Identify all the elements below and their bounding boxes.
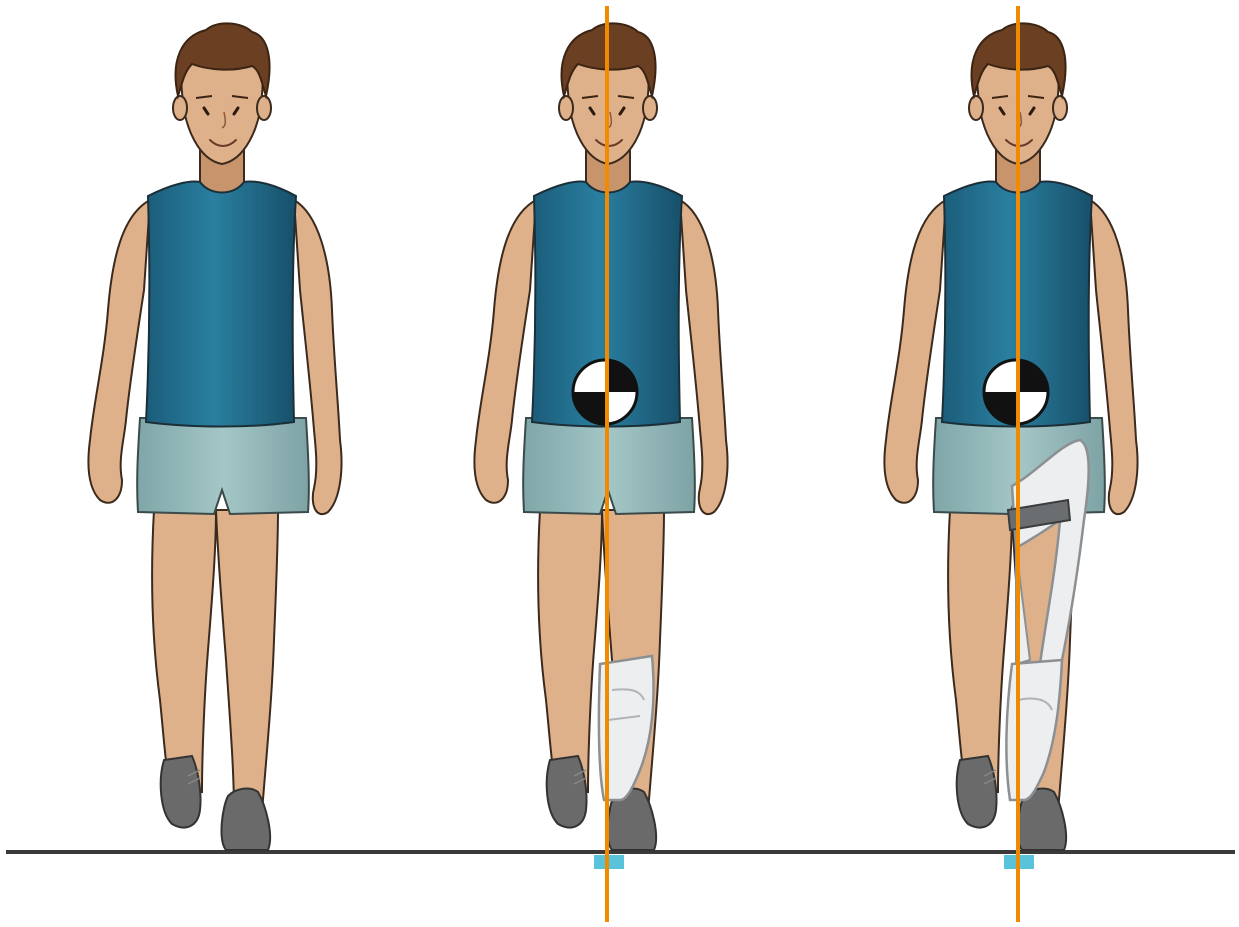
figure-plain: [88, 23, 341, 850]
figure-ankle-foot-orthosis: [474, 6, 727, 922]
figure-knee-ankle-foot-orthosis: [884, 6, 1137, 922]
